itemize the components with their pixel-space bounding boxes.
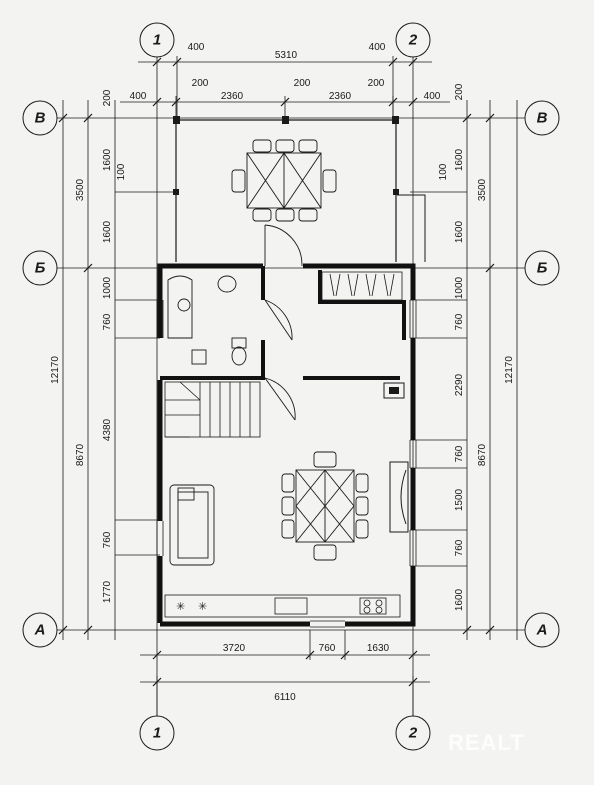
- dim-top2-b: 200: [192, 78, 209, 89]
- doors: [264, 224, 303, 421]
- fireplace: [389, 461, 409, 533]
- axis-label-2-bottom: 2: [408, 725, 418, 742]
- interior-walls: [158, 266, 406, 380]
- dim-right-760a: 760: [454, 313, 465, 330]
- terrace-post-e: [393, 189, 399, 195]
- dim-right-8670: 8670: [477, 443, 488, 466]
- sofa: [169, 484, 215, 566]
- dim-right-760c: 760: [454, 539, 465, 556]
- stove: [383, 382, 405, 399]
- dim-top2-c: 2360: [221, 91, 244, 102]
- axis-label-v-right: В: [537, 110, 548, 127]
- dim-right-100: 100: [438, 163, 449, 180]
- dim-left-1770: 1770: [102, 580, 113, 603]
- dim-left-1000: 1000: [102, 276, 113, 299]
- living-dining-set: [281, 451, 369, 561]
- dimension-ticks: [58, 57, 495, 687]
- dim-top-total: 5310: [275, 50, 298, 61]
- dim-left-8670: 8670: [75, 443, 86, 466]
- kitchen-stove: [359, 597, 387, 615]
- dim-right-760b: 760: [454, 445, 465, 462]
- axis-label-1-top: 1: [153, 32, 161, 49]
- dim-top2-d: 200: [294, 78, 311, 89]
- axis-label-2-top: 2: [408, 32, 418, 49]
- dim-bottom-b: 760: [319, 643, 336, 654]
- dim-top2-a: 400: [130, 91, 147, 102]
- terrace-post-nw: [173, 116, 180, 124]
- terrace-dining-set: [231, 139, 337, 222]
- dim-left-200: 200: [102, 89, 113, 106]
- dim-right-1600a: 1600: [454, 148, 465, 171]
- svg-text:✳: ✳: [176, 601, 185, 613]
- axis-label-a-right: А: [536, 622, 548, 639]
- dim-right-1500: 1500: [454, 488, 465, 511]
- dim-bottom-total: 6110: [274, 692, 296, 703]
- dim-bottom-a: 3720: [223, 643, 246, 654]
- dim-left-1600b: 1600: [102, 220, 113, 243]
- terrace-post-w: [173, 189, 179, 195]
- dim-right-3500: 3500: [477, 178, 488, 201]
- dim-right-200: 200: [454, 83, 465, 100]
- shower-cabin: [167, 275, 193, 339]
- svg-text:✳: ✳: [198, 601, 207, 613]
- dim-top2-e: 2360: [329, 91, 352, 102]
- dim-right-1000: 1000: [454, 276, 465, 299]
- dim-bottom-c: 1630: [367, 643, 390, 654]
- axis-label-b-left: Б: [35, 260, 46, 277]
- dim-right-1600c: 1600: [454, 588, 465, 611]
- dim-left-100: 100: [116, 163, 127, 180]
- terrace: [173, 116, 426, 262]
- axis-label-b-right: Б: [537, 260, 548, 277]
- dim-left-1600a: 1600: [102, 148, 113, 171]
- bathroom-fixtures: [167, 275, 247, 366]
- dim-left-outer: 12170: [50, 356, 61, 384]
- dim-left-3500: 3500: [75, 178, 86, 201]
- dim-right-1600b: 1600: [454, 220, 465, 243]
- dim-top-left: 400: [188, 42, 205, 53]
- terrace-steps: [397, 194, 426, 262]
- axis-label-v-left: В: [35, 110, 46, 127]
- terrace-post-ne: [392, 116, 399, 124]
- dim-top2-g: 400: [424, 91, 441, 102]
- kitchen-counter: ✳ ✳: [164, 594, 401, 618]
- kitchen-sink: [274, 597, 308, 615]
- windows: [156, 300, 417, 628]
- terrace-post-n: [282, 116, 289, 124]
- washbasin: [217, 275, 237, 293]
- dim-left-4380: 4380: [102, 418, 113, 441]
- dim-left-760a: 760: [102, 313, 113, 330]
- axis-label-a-left: А: [34, 622, 46, 639]
- dim-right-outer: 12170: [504, 356, 515, 384]
- toilet: [231, 346, 247, 366]
- dim-top-right: 400: [369, 42, 386, 53]
- dim-right-2290: 2290: [454, 373, 465, 396]
- wardrobe: [321, 271, 403, 301]
- staircase: [164, 381, 261, 438]
- dim-left-760b: 760: [102, 531, 113, 548]
- axis-label-1-bottom: 1: [153, 725, 161, 742]
- watermark-logo: REALT: [448, 730, 525, 755]
- dim-top2-f: 200: [368, 78, 385, 89]
